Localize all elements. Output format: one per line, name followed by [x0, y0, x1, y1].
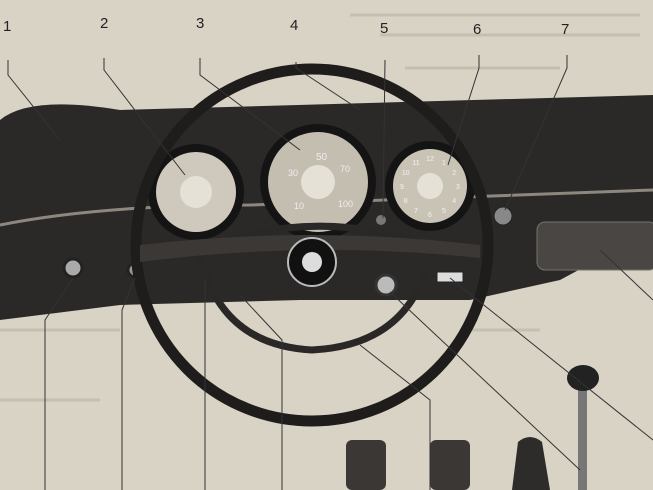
gear-lever [578, 385, 587, 490]
clock-numeral: 3 [456, 184, 460, 191]
knob-7 [493, 206, 513, 226]
clock-numeral: 9 [400, 184, 404, 191]
speed-tick-30: 30 [288, 168, 298, 178]
speed-tick-50: 50 [316, 152, 328, 163]
clock-numeral: 8 [404, 198, 408, 205]
switch [436, 271, 464, 283]
callout-3: 3 [196, 15, 205, 32]
speed-tick-100: 100 [338, 199, 353, 209]
clock-numeral: 12 [426, 156, 434, 163]
leader-lines [7, 55, 653, 490]
wolfsburg-emblem [302, 252, 322, 272]
callout-2: 2 [100, 15, 109, 32]
steering-wheel [130, 63, 494, 427]
speed-tick-10: 10 [294, 201, 304, 211]
speed-tick-70: 70 [340, 164, 350, 174]
speedometer: 50 30 70 100 10 [260, 124, 376, 240]
clock-numeral: 1 [442, 160, 446, 167]
callout-5: 5 [380, 20, 389, 37]
clock-numeral: 7 [414, 208, 418, 215]
callout-7: 7 [561, 21, 570, 38]
clutch-pedal [346, 440, 386, 490]
knob-5 [376, 215, 386, 225]
callout-4: 4 [290, 17, 299, 34]
background-text [0, 13, 640, 402]
ignition [374, 273, 398, 297]
clock-numeral: 6 [428, 212, 432, 219]
clock-numeral: 10 [402, 170, 410, 177]
clock-numeral: 5 [442, 208, 446, 215]
accelerator-pedal [512, 437, 550, 490]
clock-numeral: 2 [452, 170, 456, 177]
glovebox [536, 221, 653, 271]
brake-pedal [430, 440, 470, 490]
knob-left [62, 257, 84, 279]
callout-6: 6 [473, 21, 482, 38]
clock-numeral: 4 [452, 198, 456, 205]
clock-numeral: 11 [412, 160, 419, 167]
fuel-gauge [148, 144, 244, 240]
callout-1: 1 [3, 18, 12, 35]
gear-knob [567, 365, 599, 391]
